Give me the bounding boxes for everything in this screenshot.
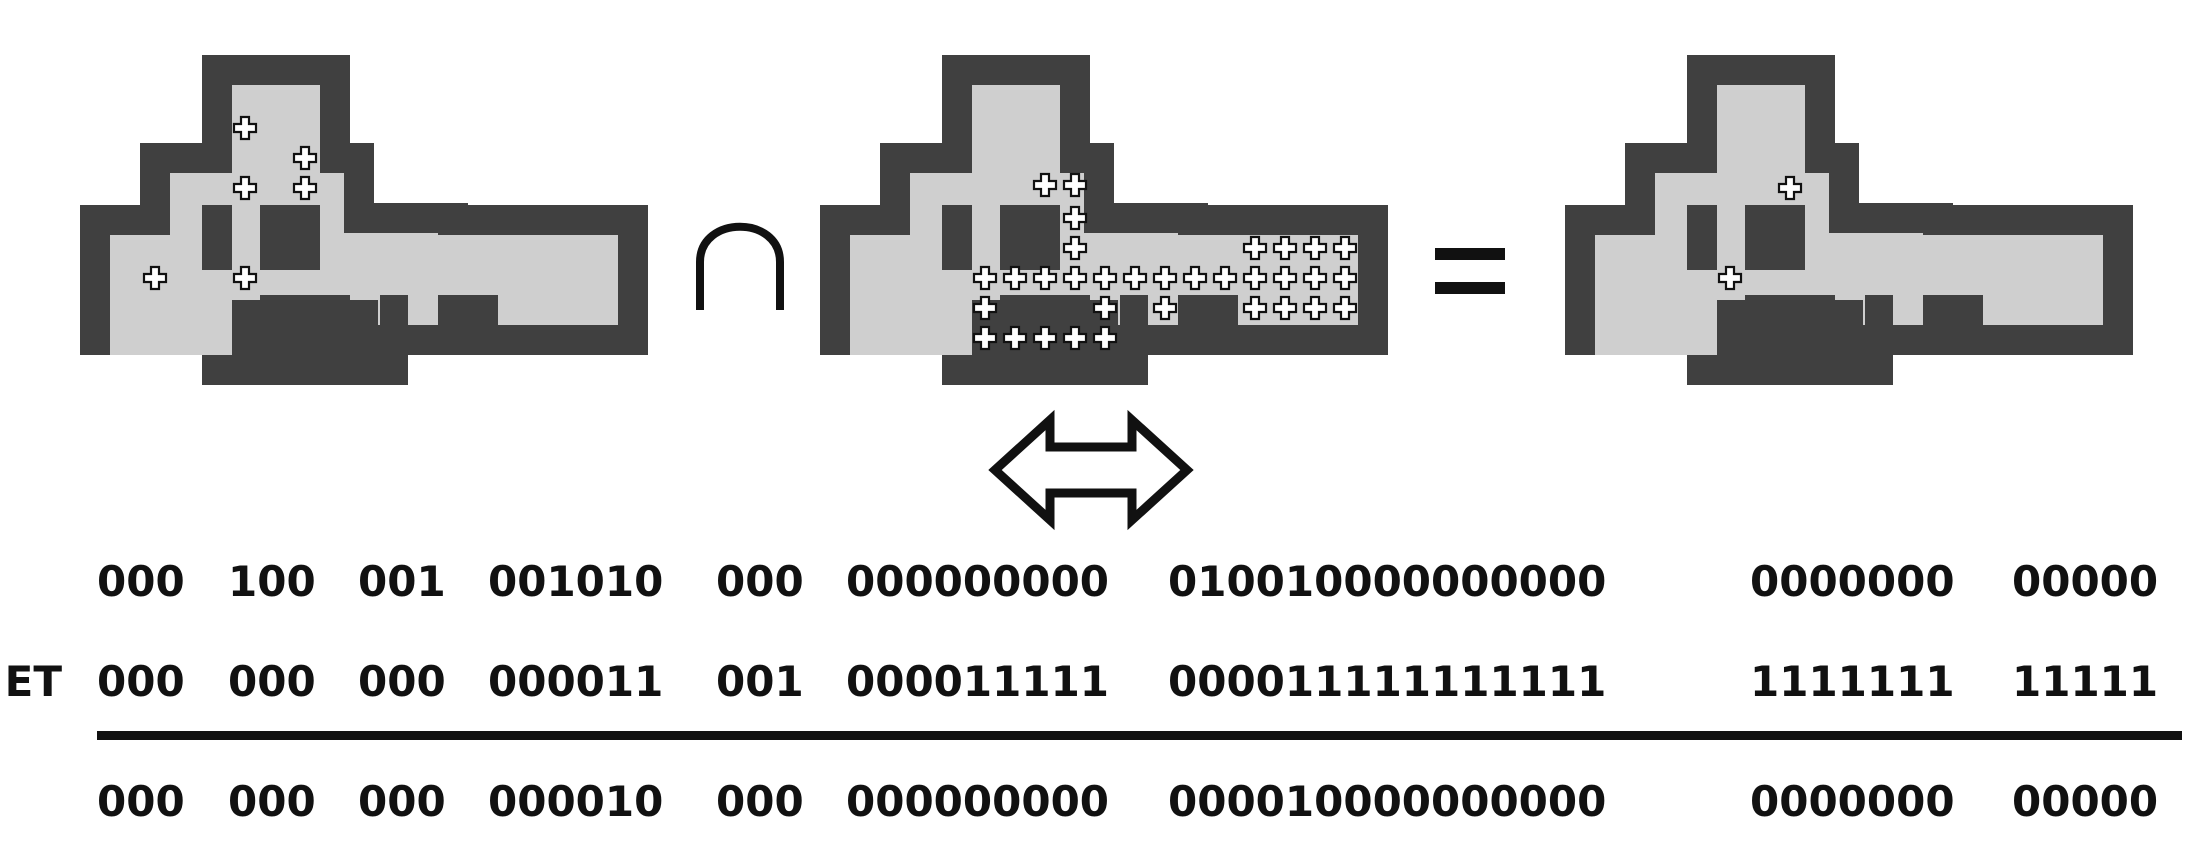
bit-group: 001	[358, 557, 446, 606]
bit-group: 001	[716, 657, 804, 706]
bit-group: 000	[97, 777, 185, 826]
bit-group: 000010000000000	[1168, 777, 1606, 826]
bit-group: 11111	[2012, 657, 2158, 706]
bit-group: 0000000	[1750, 557, 1955, 606]
dungeon-map-left	[80, 55, 648, 385]
bit-group: 000	[358, 777, 446, 826]
double-arrow-icon	[988, 409, 1194, 531]
bit-group: 00000	[2012, 557, 2158, 606]
bit-row-top: 000 100 001 001010 000 000000000 0100100…	[97, 557, 2158, 606]
bit-group: 000000000	[846, 777, 1109, 826]
bit-group: 000011	[488, 657, 663, 706]
dungeon-map-middle	[820, 55, 1388, 385]
bit-group: 000	[716, 557, 804, 606]
result-divider-line	[97, 731, 2182, 740]
bit-group: 1111111	[1750, 657, 1955, 706]
bit-group: 000	[228, 777, 316, 826]
bit-group: 00000	[2012, 777, 2158, 826]
equals-sign-icon	[1435, 248, 1505, 294]
bit-group: 000	[97, 557, 185, 606]
bit-row-middle: ET 000 000 000 000011 001 000011111 0000…	[5, 657, 2158, 706]
bit-group: 0000000	[1750, 777, 1955, 826]
bit-group: 000	[716, 777, 804, 826]
bit-group: 000010	[488, 777, 663, 826]
bit-group: 100	[228, 557, 316, 606]
bit-group: 000011111	[846, 657, 1109, 706]
bit-group: 000011111111111	[1168, 657, 1606, 706]
bit-group: 001010	[488, 557, 663, 606]
dungeon-map-right	[1565, 55, 2133, 385]
bit-group: 010010000000000	[1168, 557, 1606, 606]
row-label: ET	[5, 657, 63, 706]
bit-group: 000	[97, 657, 185, 706]
bit-group: 000	[228, 657, 316, 706]
bit-group: 000000000	[846, 557, 1109, 606]
intersection-symbol-icon	[696, 222, 784, 310]
bit-row-result: 000 000 000 000010 000 000000000 0000100…	[97, 777, 2158, 826]
bit-group: 000	[358, 657, 446, 706]
